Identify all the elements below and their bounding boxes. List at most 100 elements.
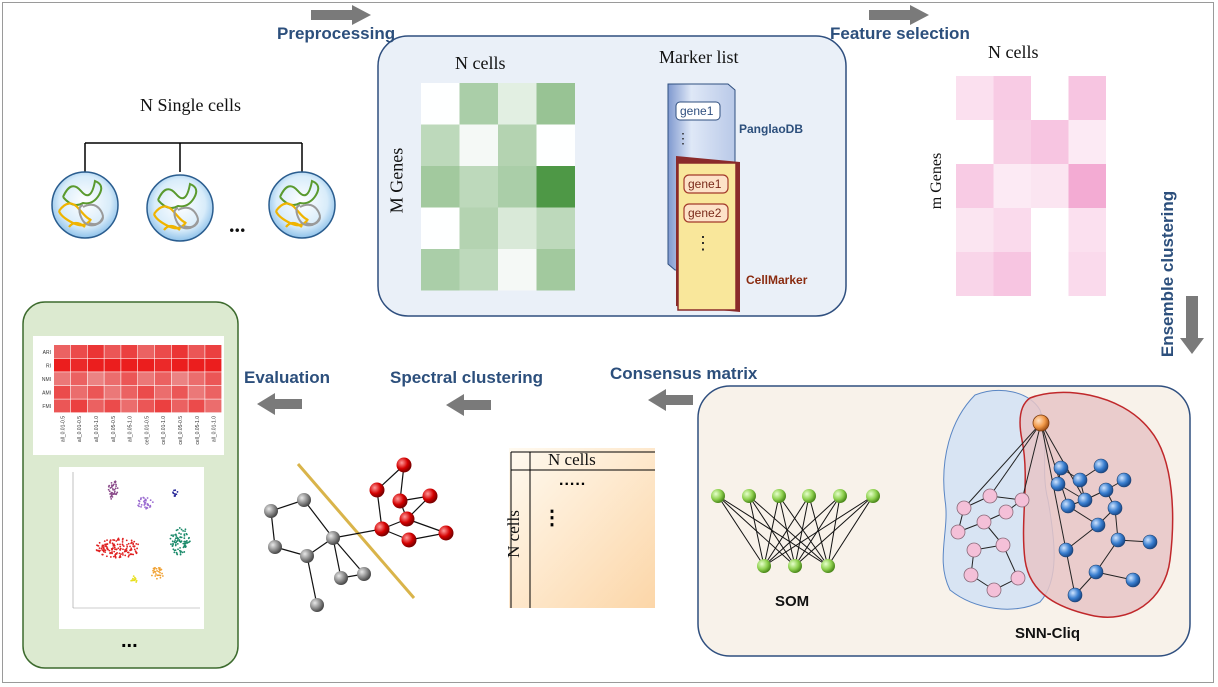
scatter-point: [174, 544, 177, 547]
feature-m-genes: m Genes: [928, 152, 945, 210]
cellmarker-gene2-box: [683, 203, 729, 223]
scatter-point: [185, 540, 188, 542]
heatmap-cell: [104, 345, 121, 358]
arrow-evaluation: [257, 393, 302, 415]
scatter-point: [99, 549, 101, 552]
feature-cell: [993, 252, 1031, 296]
heatmap-cell: [205, 358, 222, 372]
scatter-point: [116, 487, 119, 490]
snn-blue-node: [1050, 476, 1066, 492]
scatter-point: [156, 574, 159, 577]
scatter-point: [174, 494, 177, 496]
label-preprocessing: Preprocessing: [277, 24, 396, 43]
heatmap-cell: [54, 358, 71, 372]
heatmap-cell: [205, 345, 222, 358]
snn-blue-node: [1067, 587, 1083, 603]
panglao-gene1-box: [675, 101, 721, 121]
heatmap-col-label: all_0.01-0.5: [60, 416, 66, 442]
cellmarker-gene1-box: [683, 174, 729, 194]
snn-edge: [1065, 549, 1076, 596]
scatter-point: [183, 542, 186, 545]
matrix-cell: [498, 83, 537, 125]
scatter-point: [173, 489, 175, 492]
heatmap-row-label: FMI: [42, 404, 51, 410]
som-edge: [717, 495, 829, 567]
scatter-point: [133, 548, 136, 551]
heatmap-cell: [121, 358, 138, 372]
heatmap-cell: [70, 372, 87, 386]
scatter-point: [125, 547, 128, 550]
scatter-point: [118, 552, 121, 555]
som-node: [757, 559, 771, 573]
scatter-point: [170, 543, 172, 546]
scatter-point: [103, 540, 106, 543]
feature-cell: [1031, 164, 1069, 208]
scatter-point: [114, 548, 116, 551]
scatter-point: [143, 497, 145, 499]
label-ensemble-clustering: Ensemble clustering: [1158, 190, 1177, 358]
snn-edge: [989, 422, 1042, 497]
matrix-n-cells: N cells: [455, 53, 506, 73]
scatter-point: [122, 548, 124, 551]
arrow-consensus: [648, 389, 693, 411]
snn-blue-node: [1142, 534, 1158, 550]
scatter-point: [143, 501, 146, 504]
gray-node: [268, 540, 282, 554]
matrix-cell: [459, 166, 498, 208]
scatter-point: [174, 541, 177, 544]
snn-blue-node: [1098, 482, 1114, 498]
heatmap-col-label: cell_0.01-1.0: [161, 416, 167, 445]
scatter-point: [115, 485, 117, 487]
scatter-point: [104, 551, 107, 554]
snn-blue-node: [1116, 472, 1132, 488]
som-label: SOM: [775, 593, 810, 610]
scatter-point: [174, 539, 177, 542]
scatter-point: [156, 570, 158, 572]
scatter-point: [98, 541, 101, 544]
scatter-point: [132, 553, 135, 556]
scatter-point: [172, 543, 174, 546]
consensus-dots-h: .....: [559, 472, 587, 489]
heatmap-cell: [70, 358, 87, 372]
heatmap-cell: [70, 399, 87, 413]
consensus-n-cells-left: N cells: [504, 510, 523, 558]
scatter-point: [169, 537, 172, 540]
scatter-point: [187, 537, 190, 540]
scatter-point: [101, 544, 104, 547]
scatter-point: [156, 577, 158, 580]
scatter-point: [186, 533, 188, 536]
scatter-point: [155, 567, 158, 570]
cellmarker-name: CellMarker: [746, 273, 808, 287]
scatter-point: [180, 533, 182, 535]
scatter-point: [119, 547, 122, 550]
scatter-point: [113, 539, 116, 542]
snn-blue-node: [1125, 572, 1141, 588]
feature-cell: [1068, 164, 1106, 208]
som-node: [802, 489, 816, 503]
scatter-point: [110, 481, 113, 484]
scatter-point: [178, 549, 181, 552]
scatter-point: [173, 551, 176, 554]
gray-node: [334, 571, 348, 585]
scatter-point: [144, 506, 146, 509]
scatter-point: [174, 549, 177, 552]
marker-list: [667, 83, 740, 312]
scatter-point: [101, 549, 104, 551]
heatmap-cell: [54, 345, 71, 358]
arrow-feature-selection: [869, 5, 929, 25]
som-edge: [763, 495, 780, 567]
scatter-point: [176, 528, 179, 531]
snn-cliq-graph: [942, 389, 1174, 618]
heatmap-cell: [205, 385, 222, 399]
heatmap-cell: [154, 345, 171, 358]
scatter-point: [119, 545, 122, 548]
spectral-edge: [303, 499, 334, 539]
chromatin-yellow: [274, 202, 309, 228]
red-node: [374, 521, 390, 537]
snn-label: SNN-Cliq: [1015, 625, 1080, 642]
scatter-point: [102, 544, 105, 547]
scatter-point: [161, 572, 163, 575]
single-cells-ellipsis: ...: [229, 212, 246, 237]
